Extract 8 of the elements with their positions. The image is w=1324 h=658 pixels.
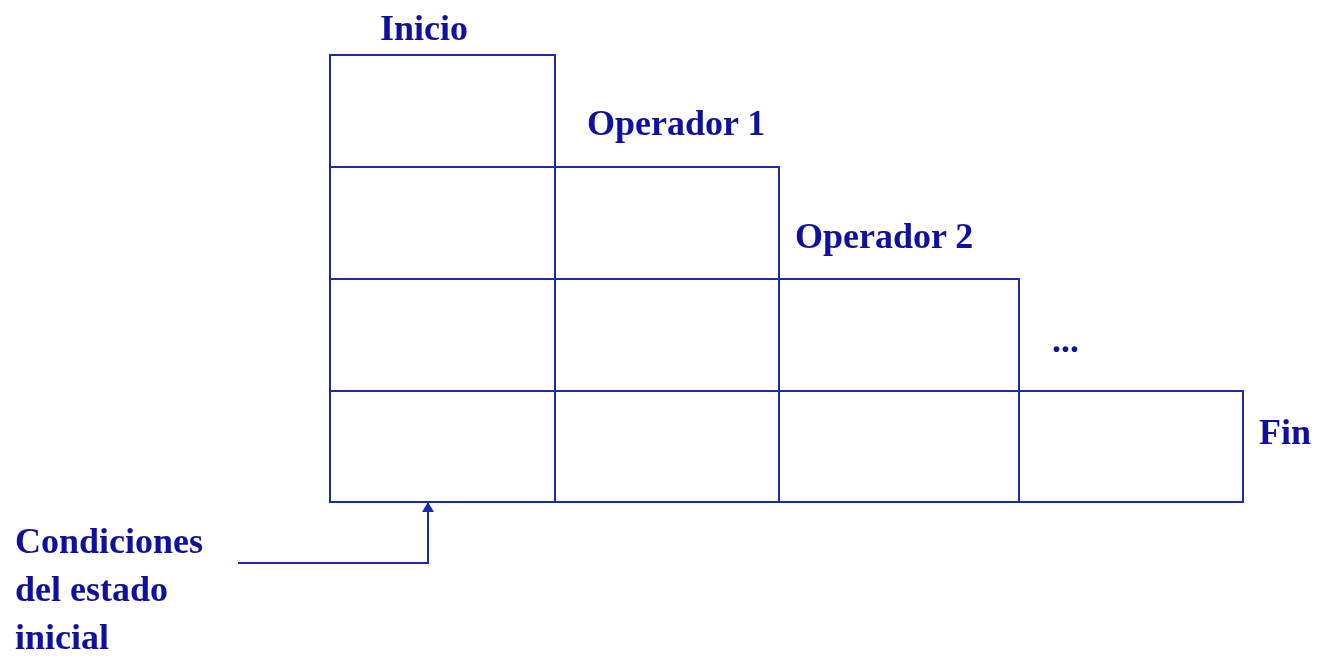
column-heading: Inicio [380,7,468,50]
leader-line [237,502,434,564]
callout-text: Condiciones del estado inicial [15,517,240,658]
table-cell [329,390,556,503]
column-heading: Fin [1259,411,1311,454]
column-heading: Operador 1 [587,102,766,145]
column-heading: Operador 2 [795,215,974,258]
column-heading: ... [1052,319,1079,362]
